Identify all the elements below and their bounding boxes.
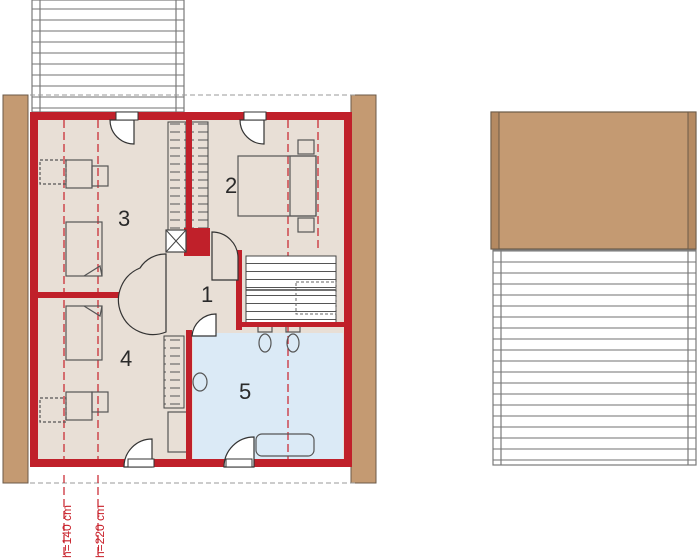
room-label-4: 4: [120, 346, 132, 371]
right-carport: [490, 111, 697, 466]
windows: [115, 111, 267, 468]
walls: [30, 112, 352, 467]
right-roof: [490, 111, 697, 250]
doors: [109, 119, 265, 468]
roof-eave-left: [2, 94, 29, 484]
staircase: [245, 255, 337, 325]
overhang-outline: [30, 94, 355, 484]
room-label-5: 5: [239, 379, 251, 404]
wardrobe-upper-2: [189, 121, 209, 231]
height-label-140: h=140 cm: [60, 505, 74, 558]
height-label-220: h=220 cm: [93, 505, 107, 558]
room-labels: 1 2 3 4 5: [118, 173, 251, 404]
room-label-2: 2: [225, 173, 237, 198]
room-label-1: 1: [201, 282, 213, 307]
wardrobe-lower: [163, 335, 185, 409]
furniture: [39, 139, 317, 457]
right-pergola: [492, 249, 697, 466]
room-label-3: 3: [118, 206, 130, 231]
roof-eave-right: [350, 94, 377, 484]
wardrobe-upper: [167, 121, 187, 231]
top-pergola: [31, 0, 185, 113]
